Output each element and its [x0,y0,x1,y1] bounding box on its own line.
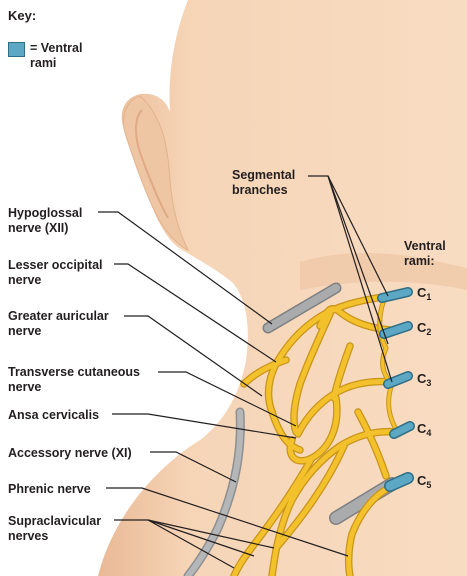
leader-supraclavicular-3 [147,519,275,549]
label-accessory-nerve: Accessory nerve (XI) [8,446,132,460]
key-title: Key: [8,8,37,23]
leader-segmental-2 [327,175,389,345]
root-label-c2: C2 [417,320,432,337]
leader-segmental-3 [327,175,393,383]
label-phrenic-nerve: Phrenic nerve [8,482,91,496]
key-swatch-label: = Ventral rami [30,41,83,70]
label-greater-auricular-nerve: Greater auricular nerve [8,309,109,338]
root-label-c1: C1 [417,285,432,302]
leader-phrenic [106,487,349,557]
label-ventral-rami: Ventral rami: [404,239,446,268]
leader-hypoglossal [98,211,273,325]
leader-ansa-cervicalis [112,413,297,439]
root-label-c4: C4 [417,421,432,438]
root-label-c3: C3 [417,371,432,388]
leader-lesser-occipital [114,263,277,363]
label-transverse-cutaneous-nerve: Transverse cutaneous nerve [8,365,141,394]
leader-supraclavicular-2 [147,519,255,557]
ear-inner-fold [135,109,169,219]
label-hypoglossal-nerve: Hypoglossal nerve (XII) [8,206,83,235]
ear [123,95,190,252]
root-label-c5: C5 [417,473,432,490]
leader-accessory [150,451,237,483]
label-supraclavicular-nerves: Supraclavicular nerves [8,514,102,543]
head-neck-silhouette [98,0,467,576]
label-lesser-occipital-nerve: Lesser occipital nerve [8,258,103,287]
jaw-shadow [300,253,467,290]
label-segmental-branches: Segmental branches [232,168,296,197]
leader-transverse-cutaneous [158,371,297,427]
leader-lines [98,175,393,569]
leader-greater-auricular [124,315,263,397]
plexus-nerves [230,292,402,576]
ventral-rami-group [377,287,415,492]
label-ansa-cervicalis: Ansa cervicalis [8,408,100,422]
ventral-rami-swatch [8,42,25,57]
